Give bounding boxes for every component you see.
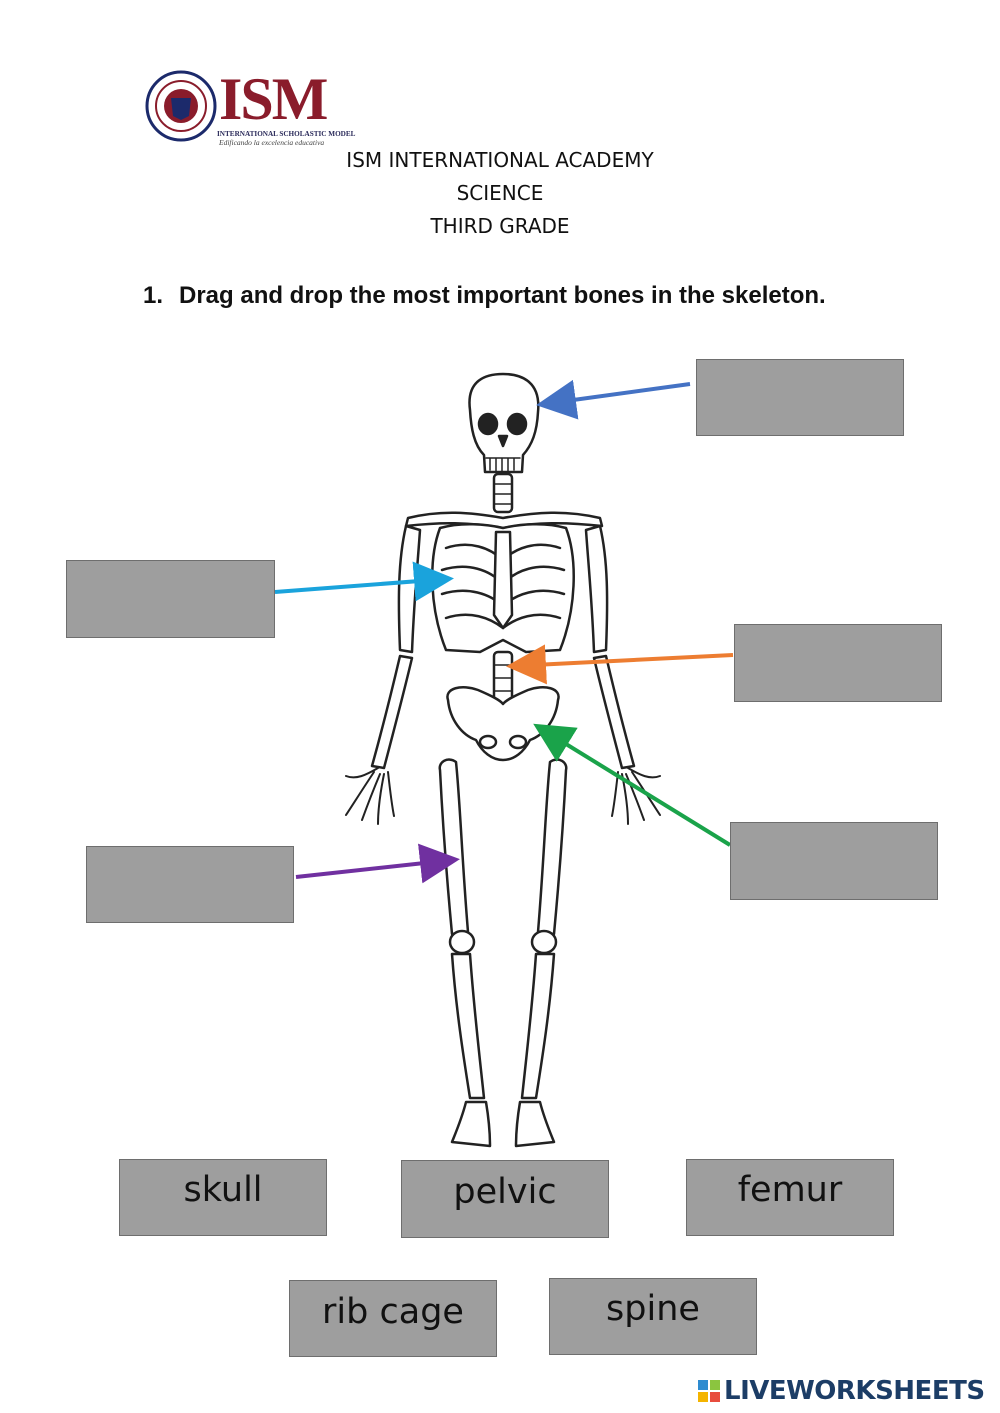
drop-zone-spine[interactable] [734, 624, 942, 702]
word-tile-femur[interactable]: femur [686, 1159, 894, 1236]
pelvis-bone [446, 686, 560, 762]
word-tile-pelvic[interactable]: pelvic [401, 1160, 609, 1238]
skull-bone [468, 372, 540, 474]
drop-zone-femur[interactable] [86, 846, 294, 923]
drop-zone-rib-cage[interactable] [66, 560, 275, 638]
school-seal-icon [145, 70, 217, 142]
subject: SCIENCE [456, 181, 544, 205]
logo-tagline: Edificando la excelencia educativa [219, 138, 325, 147]
liveworksheets-brand: LIVEWORKSHEETS [724, 1376, 985, 1406]
word-tile-spine[interactable]: spine [549, 1278, 757, 1355]
instruction-number: 1. [143, 282, 164, 309]
rib-cage-bone [431, 522, 575, 654]
school-name: ISM INTERNATIONAL ACADEMY [346, 148, 654, 172]
grade: THIRD GRADE [430, 214, 570, 238]
arrow-skull [536, 379, 691, 420]
arrow-femur [295, 843, 460, 884]
drop-zone-pelvic[interactable] [730, 822, 938, 900]
word-tile-rib-cage[interactable]: rib cage [289, 1280, 497, 1357]
liveworksheets-logo-icon [698, 1380, 720, 1402]
logo-subtitle: INTERNATIONAL SCHOLASTIC MODEL [217, 130, 356, 138]
instruction-text: Drag and drop the most important bones i… [179, 282, 826, 309]
femur-bone [438, 758, 470, 936]
school-logo: ISM INTERNATIONAL SCHOLASTIC MODEL Edifi… [145, 66, 355, 148]
instruction: 1. Drag and drop the most important bone… [143, 279, 843, 312]
drop-zone-skull[interactable] [696, 359, 904, 436]
arrow-spine [506, 644, 734, 685]
word-tile-skull[interactable]: skull [119, 1159, 327, 1236]
logo-wordmark: ISM [219, 66, 328, 132]
arrow-ribs [274, 561, 454, 602]
arrow-pelvis [533, 723, 732, 847]
